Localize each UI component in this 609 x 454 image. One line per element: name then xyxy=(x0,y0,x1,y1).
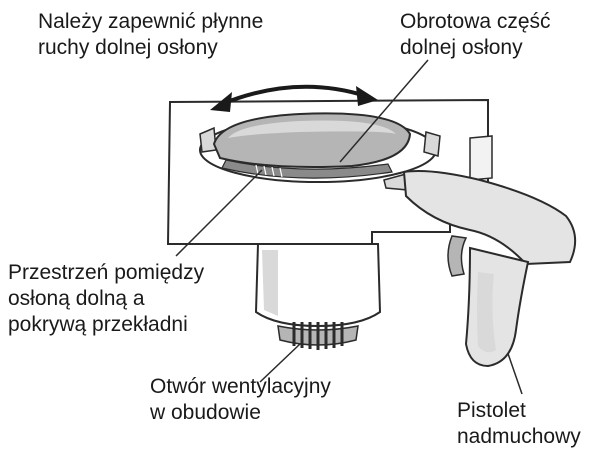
label-rotating-part-line2: dolnej osłony xyxy=(400,36,523,59)
label-vent: Otwór wentylacyjny w obudowie xyxy=(150,374,331,426)
lower-guard-highlight xyxy=(228,120,396,138)
label-smooth-motion-line1: Należy zapewnić płynne xyxy=(38,10,264,33)
label-vent-line2: w obudowie xyxy=(150,401,261,424)
air-blower-gun-icon xyxy=(383,170,577,368)
double-arrow-icon xyxy=(210,84,378,112)
ventilation-slots xyxy=(292,322,344,350)
leader-rotating-part xyxy=(339,59,429,163)
gun-handle-shade xyxy=(477,272,496,353)
label-rotating-part: Obrotowa część dolnej osłony xyxy=(400,9,551,61)
gap-strip xyxy=(221,159,393,179)
label-smooth-motion-line2: ruchy dolnej osłony xyxy=(38,36,218,59)
leader-vent xyxy=(259,343,301,383)
label-blower-line1: Pistolet xyxy=(457,399,526,422)
gun-trigger xyxy=(447,235,468,277)
label-vent-line1: Otwór wentylacyjny xyxy=(150,375,331,398)
gear-cover-right-lug xyxy=(423,131,441,157)
label-rotating-part-line1: Obrotowa część xyxy=(400,10,551,33)
gun-handle xyxy=(464,246,530,368)
label-gap-line3: pokrywą przekładni xyxy=(8,313,188,336)
label-gap-line1: Przestrzeń pomiędzy xyxy=(8,261,205,284)
label-gap-line2: osłoną dolną a xyxy=(8,287,145,310)
label-smooth-motion: Należy zapewnić płynne ruchy dolnej osło… xyxy=(38,9,263,61)
housing-shading xyxy=(262,250,278,316)
label-blower: Pistolet nadmuchowy xyxy=(457,398,581,450)
label-blower-line2: nadmuchowy xyxy=(457,425,581,448)
plate-right-tab xyxy=(469,135,493,181)
leader-gap xyxy=(175,169,263,257)
gun-body xyxy=(402,170,577,266)
label-gap: Przestrzeń pomiędzy osłoną dolną a pokry… xyxy=(8,260,204,338)
gap-knurl xyxy=(255,164,283,178)
